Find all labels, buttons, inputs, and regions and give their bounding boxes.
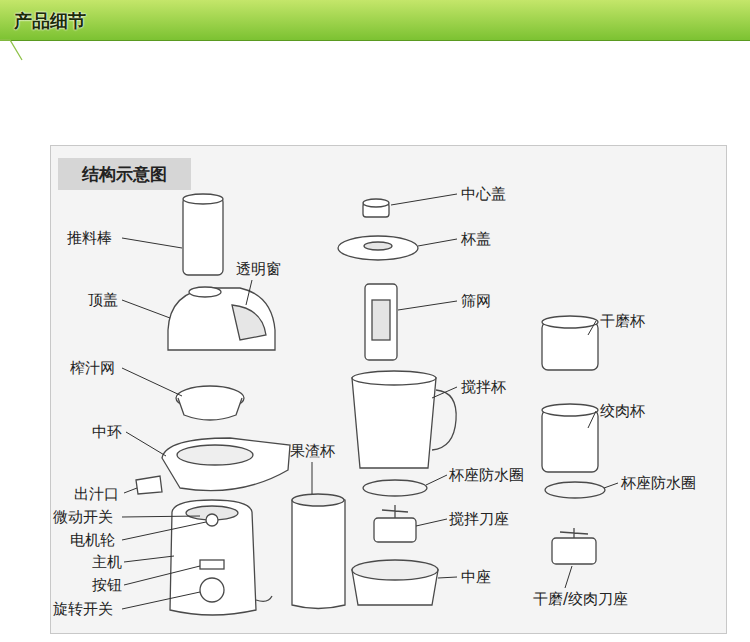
part-label: 中座 [461,568,491,586]
header-band [0,0,750,41]
part-label: 中心盖 [461,185,506,203]
part-label: 干磨/绞肉刀座 [533,590,628,608]
header-title: 产品细节 [14,9,86,33]
part-label: 中环 [92,423,122,441]
section-heading-box: 结构示意图 [58,158,191,190]
part-label: 搅拌刀座 [449,510,509,528]
part-label: 干磨杯 [600,312,645,330]
leader-lines [122,194,618,609]
part-label: 出汁口 [74,485,119,503]
part-label: 微动开关 [53,508,113,526]
part-label: 按钮 [92,576,122,594]
part-label: 主机 [92,553,122,571]
part-label: 顶盖 [88,291,118,309]
part-label: 杯盖 [461,230,491,248]
part-label: 推料棒 [67,229,112,247]
part-label: 绞肉杯 [600,402,645,420]
part-label: 果渣杯 [290,442,335,460]
part-label: 杯座防水圈 [449,466,524,484]
part-label: 电机轮 [70,531,115,549]
part-label: 筛网 [461,292,491,310]
heading-text: 结构示意图 [58,158,191,186]
part-label: 旋转开关 [53,600,113,618]
part-label: 杯座防水圈 [621,474,696,492]
part-label: 榨汁网 [70,359,115,377]
part-label: 搅拌杯 [461,378,506,396]
part-label: 透明窗 [236,260,281,278]
